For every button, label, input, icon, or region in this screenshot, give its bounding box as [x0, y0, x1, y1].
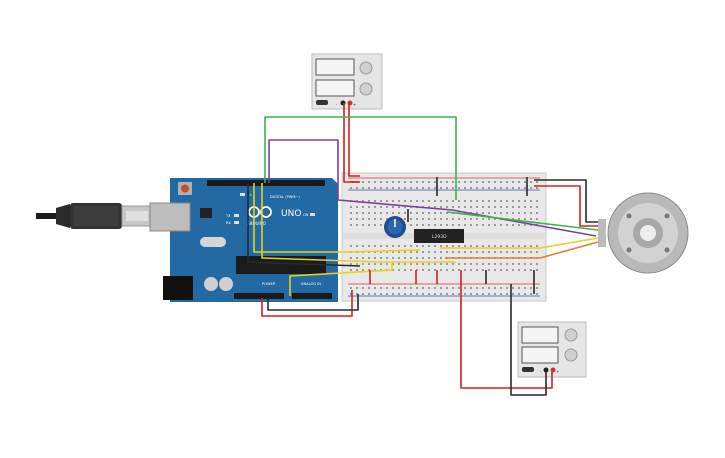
analog-header-label: ANALOG IN: [301, 282, 321, 286]
reset-button[interactable]: [181, 184, 189, 193]
wire-purple[interactable]: [268, 139, 597, 237]
wire-black-motor[interactable]: [534, 179, 598, 223]
chip-label: L293D: [432, 234, 447, 240]
usb-cable[interactable]: [36, 203, 153, 229]
ps-bottom-minus: -: [540, 369, 542, 374]
power-supply-bottom[interactable]: - +: [517, 321, 587, 378]
wire-red-top[interactable]: [343, 103, 355, 183]
rx-label: RX: [226, 221, 231, 225]
on-led-label: ON: [303, 213, 309, 217]
l293d-chip[interactable]: L293D: [414, 229, 464, 243]
wire-green[interactable]: [264, 116, 457, 200]
l-led-label: L: [250, 193, 252, 197]
ps-top-minus: -: [336, 102, 338, 107]
power-supply-top[interactable]: - +: [311, 53, 383, 110]
wire-black-bottom[interactable]: [510, 284, 547, 396]
wire-red-motor[interactable]: [534, 185, 598, 227]
wire-black-gnd[interactable]: [247, 183, 361, 267]
wire-yellow-motor[interactable]: [440, 237, 599, 249]
tx-label: TX: [225, 214, 231, 218]
arduino-uno-board[interactable]: TX RX L ON UNO ARDUINO DIGITAL (PWM~) PO…: [149, 178, 338, 302]
ps-bottom-plus: +: [556, 369, 559, 374]
ps-top-plus: +: [353, 102, 356, 107]
wire-red-top-2[interactable]: [348, 103, 360, 177]
wire-yellow-signal[interactable]: [253, 183, 421, 253]
analog-header[interactable]: [292, 293, 332, 299]
power-header-label: POWER: [262, 282, 276, 286]
brand-label: ARDUINO: [247, 221, 266, 226]
power-header[interactable]: [234, 293, 284, 299]
wire-yellow-signal-2[interactable]: [261, 183, 456, 263]
board-name: UNO: [281, 209, 301, 219]
dc-motor[interactable]: [598, 192, 689, 274]
potentiometer-knob[interactable]: [384, 216, 406, 238]
wire-green-motor[interactable]: [446, 211, 599, 231]
digital-header[interactable]: [207, 180, 325, 186]
wire-red-bottom[interactable]: [460, 270, 553, 389]
wires[interactable]: [247, 103, 599, 396]
wire-black-gnd-2[interactable]: [267, 294, 359, 311]
wire-red-5v[interactable]: [261, 290, 353, 317]
wire-orange-motor[interactable]: [445, 241, 599, 259]
digital-header-label: DIGITAL (PWM~): [270, 195, 300, 199]
wire-yellow-analog[interactable]: [289, 262, 393, 296]
